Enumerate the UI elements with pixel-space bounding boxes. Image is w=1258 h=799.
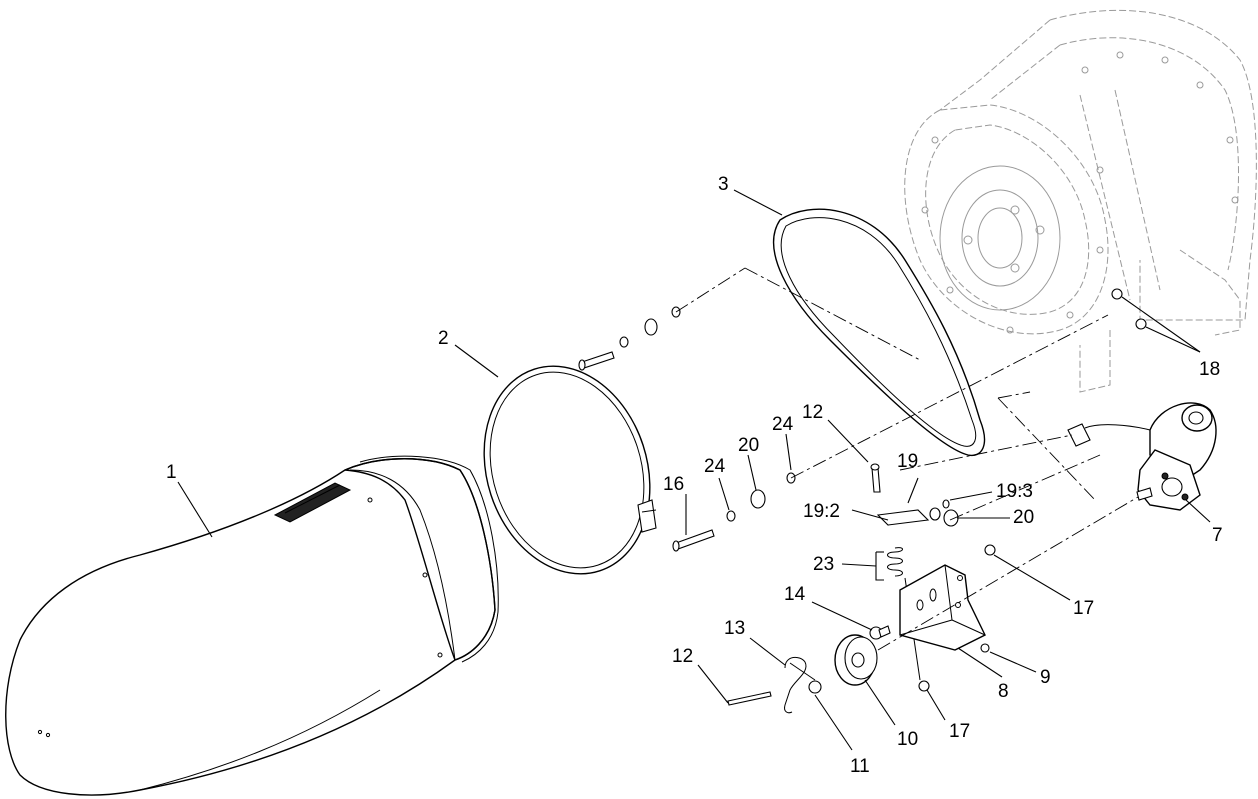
callout-3: 3 — [718, 174, 729, 195]
callout-labels: 1 2 3 7 8 9 10 11 12 12 13 14 16 17 17 1… — [166, 174, 1223, 777]
callout-20-right: 20 — [1013, 507, 1034, 528]
callout-7: 7 — [1212, 525, 1223, 546]
callout-20-upper: 20 — [738, 435, 759, 456]
callout-24-right: 24 — [772, 414, 794, 435]
callout-23: 23 — [813, 554, 834, 575]
callout-18: 18 — [1199, 359, 1220, 380]
callout-19-3: 19:3 — [996, 481, 1033, 502]
callout-24-left: 24 — [704, 456, 726, 477]
callout-8: 8 — [998, 681, 1009, 702]
band-clamp-part — [483, 365, 657, 575]
callout-10: 10 — [897, 729, 918, 750]
upper-bolt-stack — [578, 306, 681, 371]
electric-motor-part — [1067, 402, 1217, 511]
callout-9: 9 — [1040, 667, 1051, 688]
callout-17-bottom: 17 — [949, 721, 970, 742]
callout-16: 16 — [663, 474, 684, 495]
latch-rod-part — [727, 656, 816, 714]
mounting-bracket-part — [899, 564, 986, 651]
callout-17-right: 17 — [1073, 598, 1094, 619]
callout-19-2: 19:2 — [803, 501, 840, 522]
callout-2: 2 — [438, 328, 449, 349]
callout-leaders — [177, 189, 1211, 751]
callout-1: 1 — [166, 462, 177, 483]
assembly-centerlines — [675, 267, 1139, 651]
discharge-tube-part — [5, 455, 499, 796]
callout-19: 19 — [897, 451, 918, 472]
idler-pulley-part — [834, 634, 878, 686]
small-hardware — [808, 288, 1147, 694]
lower-bolt-stack — [672, 472, 796, 552]
callout-12-lower: 12 — [672, 646, 693, 667]
callout-12-upper: 12 — [802, 402, 823, 423]
callout-14: 14 — [784, 584, 806, 605]
drive-belt-part — [772, 208, 986, 457]
blower-housing-phantom — [904, 9, 1257, 393]
callout-13: 13 — [724, 618, 745, 639]
tension-bracket-assembly — [870, 463, 959, 681]
callout-11: 11 — [850, 756, 870, 777]
